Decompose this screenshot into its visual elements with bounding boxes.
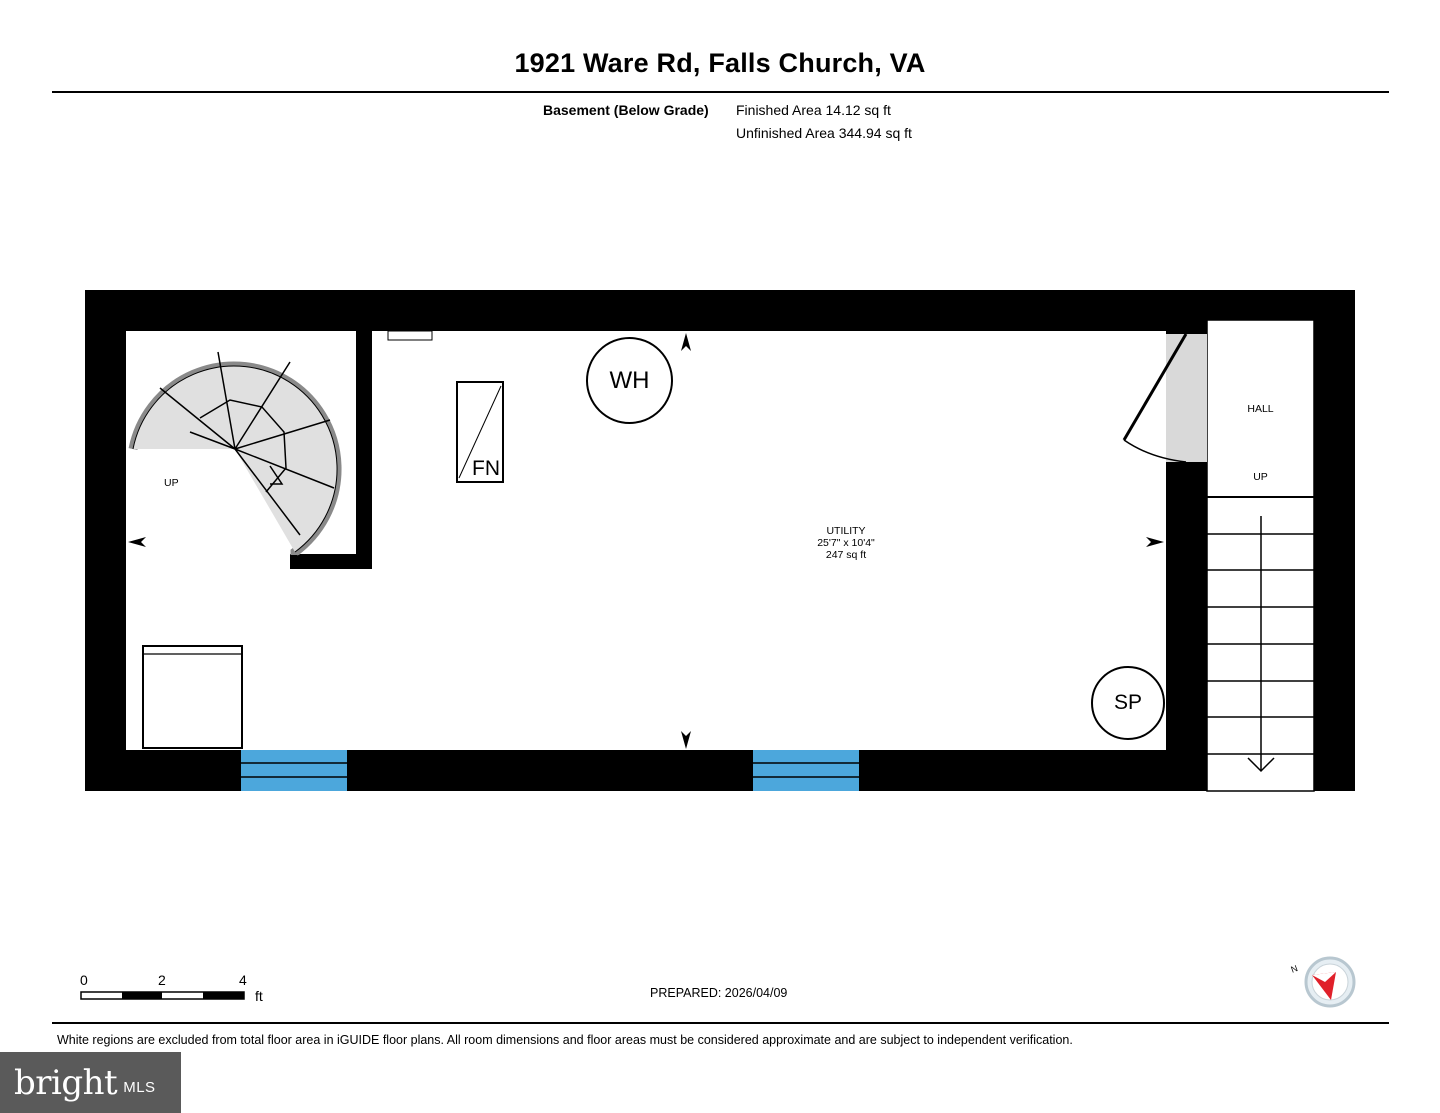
straight-stair	[1207, 496, 1314, 773]
scale-bar	[80, 991, 245, 1000]
scale-label-2: 2	[158, 972, 166, 988]
room-dimensions: 25'7" x 10'4"	[817, 537, 875, 549]
footer-disclaimer: White regions are excluded from total fl…	[57, 1033, 1073, 1047]
prepared-date: PREPARED: 2026/04/09	[650, 986, 788, 1000]
unfinished-area: Unfinished Area 344.94 sq ft	[736, 125, 912, 141]
compass-icon	[1304, 956, 1356, 1008]
scale-unit: ft	[255, 988, 263, 1004]
wall-divider-top	[1166, 320, 1207, 334]
hall-label: HALL	[1247, 403, 1274, 415]
wall-right	[1314, 290, 1355, 791]
appliance-box	[142, 645, 243, 749]
header-divider	[52, 91, 1389, 93]
room-area: 247 sq ft	[825, 549, 867, 561]
scale-label-0: 0	[80, 972, 88, 988]
fn-label: FN	[472, 457, 500, 480]
wall-top	[85, 290, 1355, 331]
door-swing	[1122, 333, 1188, 463]
stair-wall-vertical	[356, 331, 372, 569]
room-name: UTILITY	[826, 525, 866, 537]
level-name: Basement (Below Grade)	[543, 102, 709, 118]
dimension-arrows	[128, 333, 1164, 749]
window-left	[241, 750, 347, 791]
walls	[85, 290, 1355, 791]
sump-pump-label: SP	[1113, 691, 1142, 714]
page-title: 1921 Ware Rd, Falls Church, VA	[514, 48, 926, 78]
logo-suffix: MLS	[123, 1079, 156, 1096]
stair-wall-horizontal	[290, 554, 372, 569]
water-heater-symbol: WH	[586, 337, 673, 424]
spiral-up-label: UP	[164, 477, 179, 489]
water-heater-label: WH	[609, 366, 650, 394]
room-label-utility: UTILITY 25'7" x 10'4" 247 sq ft	[766, 525, 926, 561]
window-right	[753, 750, 859, 791]
hall-up-label: UP	[1253, 471, 1268, 483]
scale-label-4: 4	[239, 972, 247, 988]
panel-box	[387, 330, 433, 341]
finished-area: Finished Area 14.12 sq ft	[736, 102, 891, 118]
spiral-stair	[128, 351, 342, 556]
sump-pump-symbol: SP	[1091, 666, 1165, 740]
wall-divider	[1166, 462, 1207, 791]
door-opening	[1166, 334, 1207, 462]
wall-left	[85, 290, 126, 791]
logo-brand: bright	[14, 1062, 118, 1103]
bright-mls-logo: bright MLS	[0, 1052, 181, 1113]
